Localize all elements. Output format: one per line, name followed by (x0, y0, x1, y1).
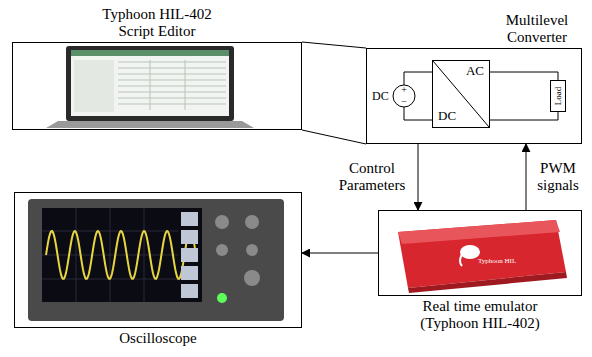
connector-line (302, 42, 366, 48)
wire (404, 107, 432, 120)
screen-panel (74, 60, 114, 112)
connector-line (490, 112, 558, 120)
wire (404, 72, 432, 85)
connector-line (490, 72, 558, 80)
emulator-top (398, 220, 560, 244)
block-label: Load (553, 87, 563, 106)
scope-menu (181, 212, 198, 298)
edge-label: Control Parameters (332, 160, 412, 195)
box-heading: Oscilloscope (98, 330, 218, 347)
diagonal-line (433, 61, 489, 127)
converter-box: Multilevel ConverterACDCLoad (366, 48, 582, 144)
oscilloscope-box: Oscilloscope (14, 192, 302, 328)
block-label: DC (438, 109, 456, 124)
arrow-connector (418, 144, 419, 210)
elephant-trunk (460, 254, 462, 266)
laptop-frame (66, 46, 234, 121)
source-label: DC (372, 90, 389, 102)
connector-line (302, 130, 366, 144)
oscilloscope-picture (28, 199, 284, 321)
source-circle (393, 85, 415, 107)
screen-toolbar (71, 50, 229, 56)
screen-grid (118, 60, 226, 110)
box-heading: Real time emulator (Typhoon HIL-402) (400, 298, 560, 333)
edge-label: PWM signals (532, 160, 584, 195)
emulator-front (408, 272, 567, 293)
emulator-box: Real time emulator (Typhoon HIL-402) (378, 210, 582, 296)
elephant-logo (460, 245, 480, 259)
scope-knobs (215, 215, 260, 286)
polarity-sign: + (401, 85, 407, 95)
load-resistor: Load (550, 80, 566, 112)
device-logo: Typhoon HIL (478, 258, 516, 265)
laptop-picture (46, 46, 254, 128)
emulator-picture (398, 220, 567, 293)
dc-ac-block: AC DC (432, 60, 490, 128)
block-label: AC (466, 64, 484, 79)
scope-body (28, 199, 284, 321)
sine-wave (46, 231, 196, 279)
scope-light (217, 293, 227, 303)
laptop-base (46, 121, 254, 128)
dc-source-symbol (393, 72, 432, 120)
editor-box: Typhoon HIL-402 Script Editor (12, 42, 302, 130)
box-heading: Multilevel Converter (492, 12, 582, 47)
arrow-connector (526, 144, 527, 210)
arrow-connector (302, 253, 378, 254)
polarity-sign: − (401, 97, 407, 107)
laptop-screen (71, 50, 229, 116)
scope-grid (42, 208, 178, 302)
scope-screen (42, 208, 202, 302)
box-heading: Typhoon HIL-402 Script Editor (92, 6, 222, 41)
